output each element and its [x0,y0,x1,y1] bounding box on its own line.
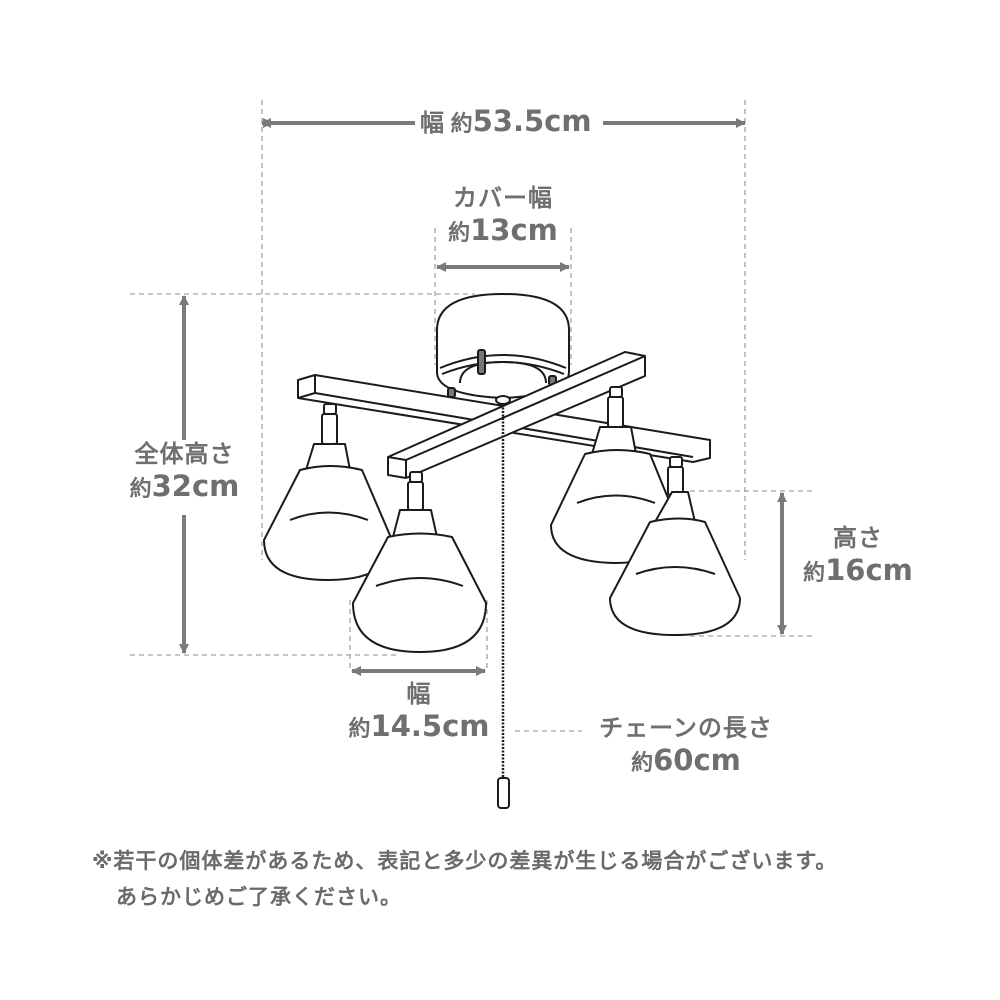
dimension-arrows [179,118,787,676]
shade-height-label: 高さ 約16cm [803,524,913,587]
pull-chain-weight [497,777,510,809]
spotlight-shade-1 [263,403,393,581]
spotlight-shade-4 [352,471,487,653]
light-fixture [263,293,741,809]
shade-width-label: 幅 約14.5cm [348,680,490,743]
total-height-label: 全体高さ 約32cm [129,440,240,503]
disclaimer-note: ※若干の個体差があるため、表記と多少の差異が生じる場合がございます。 あらかじめ… [92,843,837,915]
overall-width-label: 幅 約53.5cm [420,104,592,138]
cover-width-label: カバー幅 約13cm [448,184,558,247]
spotlight-shade-3 [609,456,741,636]
ceiling-canopy [436,293,570,399]
dashed-guides [130,100,815,732]
disclaimer-line-1: ※若干の個体差があるため、表記と多少の差異が生じる場合がございます。 [92,849,838,873]
pull-chain [495,395,511,809]
chain-length-label: チェーンの長さ 約60cm [599,714,773,777]
cross-bar-front [387,351,646,479]
disclaimer-line-2: あらかじめご了承ください。 [116,885,402,909]
